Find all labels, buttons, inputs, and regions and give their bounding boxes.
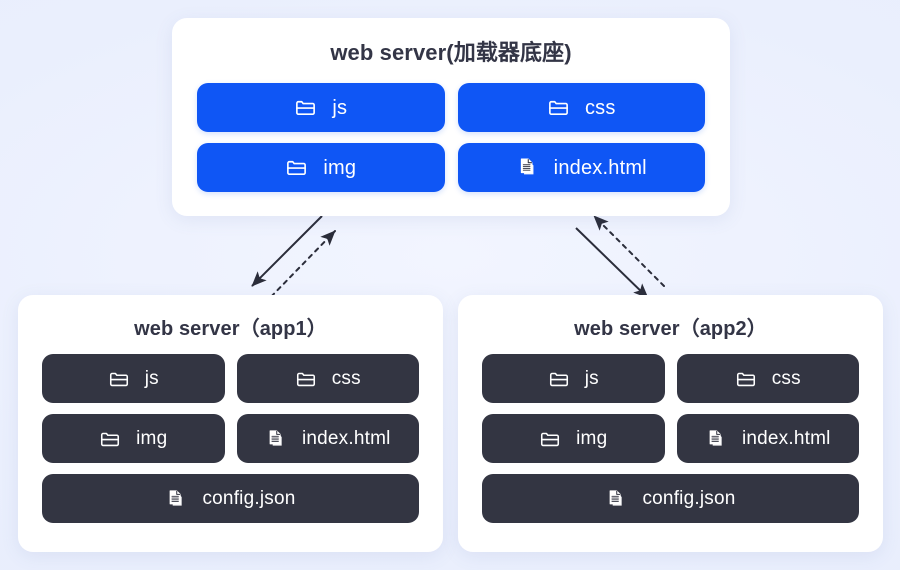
tile-index-html[interactable]: index.html bbox=[676, 414, 859, 463]
tile-label: js bbox=[332, 96, 348, 119]
tile-css[interactable]: css bbox=[457, 83, 705, 132]
file-icon bbox=[265, 428, 287, 450]
tile-config-json[interactable]: config.json bbox=[482, 474, 859, 523]
folder-icon bbox=[108, 368, 130, 390]
folder-icon bbox=[294, 96, 317, 119]
tile-js[interactable]: js bbox=[197, 83, 445, 132]
card-web-server-base: web server(加载器底座) js css bbox=[172, 18, 730, 216]
tile-label: img bbox=[136, 428, 168, 449]
folder-icon bbox=[295, 368, 317, 390]
tile-label: index.html bbox=[553, 156, 647, 179]
folder-icon bbox=[99, 428, 121, 450]
tile-config-json[interactable]: config.json bbox=[42, 474, 419, 523]
tile-label: index.html bbox=[741, 428, 831, 449]
arrow-top-to-app2 bbox=[575, 227, 649, 299]
folder-icon bbox=[735, 368, 757, 390]
arrow-top-to-app1 bbox=[251, 215, 323, 287]
tile-index-html[interactable]: index.html bbox=[457, 143, 705, 192]
card-app2-title: web server（app2） bbox=[574, 318, 767, 340]
tile-label: img bbox=[576, 428, 608, 449]
tile-img[interactable]: img bbox=[197, 143, 445, 192]
tile-img[interactable]: img bbox=[42, 414, 225, 463]
tile-grid-top: js css img bbox=[172, 67, 730, 192]
card-web-server-app1: web server（app1） js css bbox=[18, 295, 443, 552]
file-icon bbox=[705, 428, 727, 450]
file-icon bbox=[165, 488, 187, 510]
arrow-app1-to-top bbox=[264, 230, 336, 304]
tile-label: css bbox=[331, 368, 361, 389]
tile-label: js bbox=[144, 368, 159, 389]
tile-label: config.json bbox=[642, 488, 736, 509]
folder-icon bbox=[539, 428, 561, 450]
tile-label: js bbox=[584, 368, 599, 389]
tile-index-html[interactable]: index.html bbox=[236, 414, 419, 463]
page-title: web server(加载器底座) bbox=[330, 40, 572, 65]
arrow-app2-to-top bbox=[593, 215, 665, 287]
folder-icon bbox=[548, 368, 570, 390]
tile-label: css bbox=[771, 368, 801, 389]
folder-icon bbox=[547, 96, 570, 119]
tile-css[interactable]: css bbox=[676, 354, 859, 403]
folder-icon bbox=[285, 156, 308, 179]
tile-label: css bbox=[584, 96, 616, 119]
tile-css[interactable]: css bbox=[236, 354, 419, 403]
tile-js[interactable]: js bbox=[42, 354, 225, 403]
tile-label: img bbox=[323, 156, 357, 179]
tile-grid-app2: js css img bbox=[458, 341, 883, 523]
tile-label: index.html bbox=[301, 428, 391, 449]
tile-js[interactable]: js bbox=[482, 354, 665, 403]
tile-label: config.json bbox=[202, 488, 296, 509]
file-icon bbox=[516, 156, 539, 179]
card-app1-title: web server（app1） bbox=[134, 318, 327, 340]
tile-grid-app1: js css img bbox=[18, 341, 443, 523]
file-icon bbox=[605, 488, 627, 510]
card-web-server-app2: web server（app2） js css bbox=[458, 295, 883, 552]
tile-img[interactable]: img bbox=[482, 414, 665, 463]
